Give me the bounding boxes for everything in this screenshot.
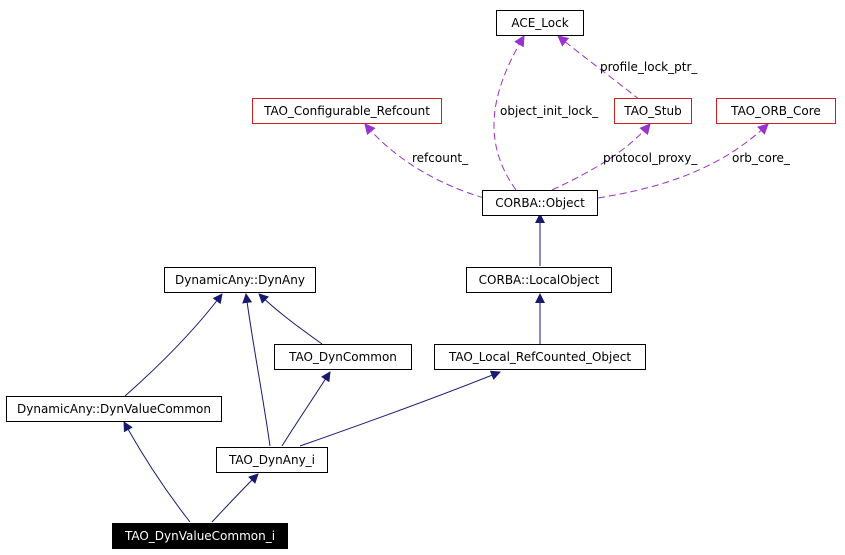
node-tao-configurable-refcount[interactable]: TAO_Configurable_Refcount [252, 98, 442, 124]
node-dynamicany-dynvaluecommon[interactable]: DynamicAny::DynValueCommon [6, 396, 222, 422]
node-tao-dyncommon[interactable]: TAO_DynCommon [274, 344, 412, 370]
edge-dynanyi-dyncommon [281, 371, 331, 447]
edge-dyncommon-dynany [258, 293, 323, 345]
node-ace-lock[interactable]: ACE_Lock [496, 10, 584, 36]
node-tao-orb-core[interactable]: TAO_ORB_Core [716, 98, 836, 124]
node-tao-dynany-i[interactable]: TAO_DynAny_i [216, 447, 328, 473]
node-dynamicany-dynany[interactable]: DynamicAny::DynAny [164, 267, 316, 293]
edge-dynanyi-dynany [242, 293, 271, 447]
node-corba-object[interactable]: CORBA::Object [482, 190, 598, 216]
edge-dynanyi-refcounted [299, 370, 501, 447]
edge-dynvaluecommon-dynany [124, 293, 223, 397]
node-tao-dynvaluecommon-i[interactable]: TAO_DynValueCommon_i [112, 523, 288, 549]
label-object-init-lock: object_init_lock_ [500, 104, 599, 118]
edge-protocol-proxy [551, 123, 651, 191]
label-protocol-proxy: protocol_proxy_ [603, 151, 698, 165]
node-tao-stub[interactable]: TAO_Stub [614, 98, 692, 124]
node-corba-localobject[interactable]: CORBA::LocalObject [466, 267, 612, 293]
edge-profile-lock-ptr [557, 35, 641, 101]
edge-refcount [364, 123, 485, 199]
label-refcount: refcount_ [412, 151, 469, 165]
edge-current-dynvaluecommon [123, 421, 191, 523]
edge-object-init-lock [493, 35, 525, 191]
label-orb-core: orb_core_ [732, 151, 790, 165]
edge-current-dynanyi [211, 473, 259, 523]
label-profile-lock-ptr: profile_lock_ptr_ [600, 60, 698, 74]
edge-orb-core [597, 123, 769, 199]
node-tao-local-refcounted-object[interactable]: TAO_Local_RefCounted_Object [434, 344, 646, 370]
